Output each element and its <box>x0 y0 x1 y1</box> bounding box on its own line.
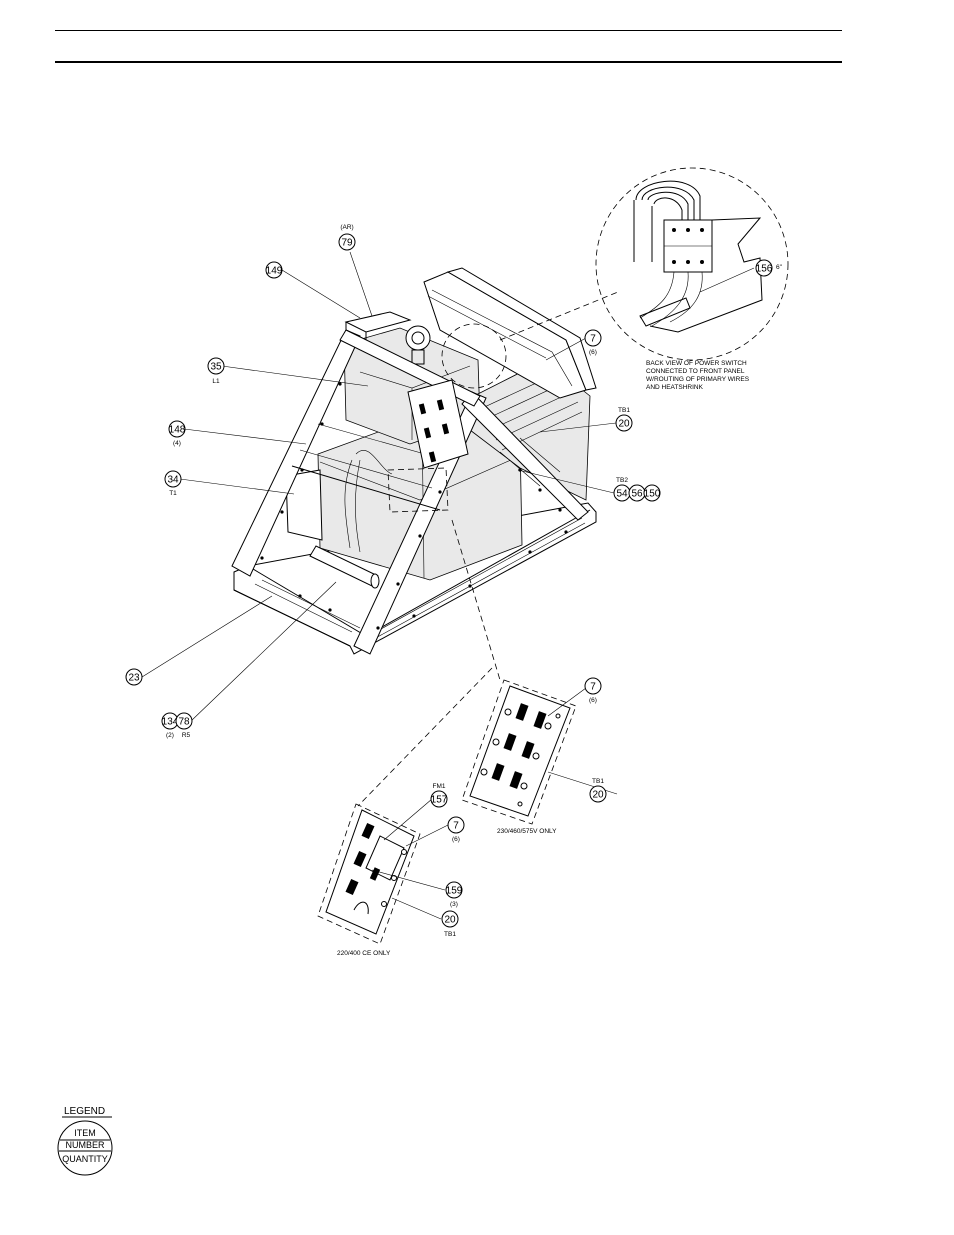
power-switch-note: BACK VIEW OF POWER SWITCH CONNECTED TO F… <box>646 360 750 391</box>
callout-quantity: (3) <box>450 901 458 908</box>
callout-7: 7 (6) <box>448 817 464 843</box>
callout-56: 56 <box>629 485 645 501</box>
callout-quantity: (4) <box>173 440 181 447</box>
callout-7: 7 (6) <box>585 678 601 704</box>
callout-item-number: 148 <box>169 425 186 436</box>
callout-20: 20 TB1 <box>616 407 632 431</box>
callout-item-number: 20 <box>592 790 604 801</box>
callout-quantity: (AR) <box>340 224 353 231</box>
callout-7: 7 (6) <box>585 330 601 356</box>
callout-quantity: TB1 <box>592 778 604 785</box>
callout-quantity: L1 <box>212 378 220 385</box>
note-line-1: BACK VIEW OF POWER SWITCH <box>646 360 747 367</box>
callout-item-number: 7 <box>453 821 459 832</box>
callout-item-number: 149 <box>266 266 283 277</box>
callout-item-number: 157 <box>431 795 448 806</box>
callout-23: 23 <box>126 669 142 685</box>
note-line-4: AND HEATSHRINK <box>646 384 704 391</box>
callout-quantity: (6) <box>589 349 597 356</box>
callout-item-number: 23 <box>128 673 140 684</box>
callout-54: 54 TB2 <box>614 477 630 501</box>
callout-item-number: 7 <box>590 334 596 345</box>
callout-157: 157 FM1 <box>431 783 448 807</box>
callout-quantity: 6" <box>776 264 783 271</box>
note-line-3: W/ROUTING OF PRIMARY WIRES <box>646 376 750 383</box>
callout-quantity: TB1 <box>444 931 456 938</box>
terminal-board-variant-b <box>318 799 448 944</box>
callout-item-number: 7 <box>590 682 596 693</box>
callout-item-number: 54 <box>616 489 628 500</box>
callout-20: 20 TB1 <box>590 778 606 802</box>
callout-item-number: 34 <box>167 475 179 486</box>
callout-item-number: 150 <box>644 489 661 500</box>
callout-159: 159 (3) <box>446 882 463 908</box>
callout-item-number: 79 <box>341 238 353 249</box>
callout-79: 79 (AR) <box>339 224 355 250</box>
callout-quantity: TB1 <box>618 407 630 414</box>
callout-item-number: 156 <box>756 264 773 275</box>
callout-quantity: FM1 <box>433 783 446 790</box>
callout-quantity: (6) <box>589 697 597 704</box>
callout-item-number: 35 <box>210 362 222 373</box>
legend-number: NUMBER <box>65 1140 105 1150</box>
legend-title: LEGEND <box>64 1106 105 1117</box>
callout-quantity: R5 <box>182 732 191 739</box>
main-assembly <box>232 268 596 654</box>
variant-b-caption: 220/400 CE ONLY <box>337 950 391 957</box>
callout-134: 134(2) <box>162 713 179 739</box>
callout-149: 149 <box>266 262 283 278</box>
callout-quantity: (6) <box>452 836 460 843</box>
callout-quantity: T1 <box>169 490 177 497</box>
legend-item: ITEM <box>74 1128 96 1138</box>
callout-quantity: (2) <box>166 732 174 739</box>
callout-item-number: 56 <box>631 489 643 500</box>
variant-a-caption: 230/460/575V ONLY <box>497 828 557 835</box>
callout-item-number: 159 <box>446 886 463 897</box>
callout-148: 148 (4) <box>169 421 186 447</box>
callout-item-number: 20 <box>444 915 456 926</box>
legend-quantity: QUANTITY <box>62 1154 108 1164</box>
callout-item-number: 78 <box>178 717 190 728</box>
note-line-2: CONNECTED TO FRONT PANEL <box>646 368 745 375</box>
callout-150: 150 <box>644 485 661 501</box>
legend: LEGEND ITEM NUMBER QUANTITY <box>58 1106 112 1175</box>
callout-item-number: 20 <box>618 419 630 430</box>
callout-quantity: TB2 <box>616 477 628 484</box>
